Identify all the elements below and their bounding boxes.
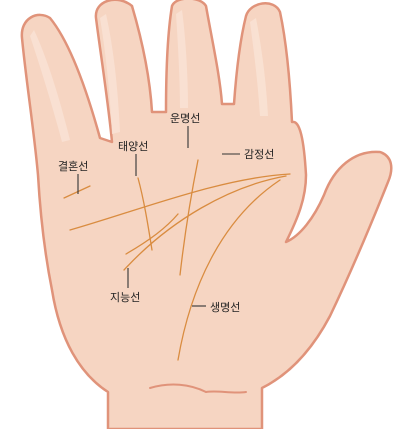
head-line: [123, 175, 287, 271]
marriage-line-label: 결혼선: [58, 160, 88, 173]
heart-line-label: 감정선: [244, 148, 274, 161]
hand-silhouette: [20, 0, 393, 429]
marriage-line-mark: [63, 185, 91, 199]
life-line-label: 생명선: [210, 301, 240, 314]
sun-line: [137, 177, 153, 251]
heart-line: [69, 173, 291, 231]
finger-highlights: [30, 10, 268, 142]
leader-lines: [77, 126, 240, 307]
palm-lines: [63, 159, 291, 361]
sun-line-label: 태양선: [118, 140, 148, 153]
life-line: [177, 179, 281, 361]
wrist-creases: [149, 383, 247, 394]
head-branch-line: [125, 213, 179, 255]
fate-line-label: 운명선: [170, 112, 200, 125]
head-line-label: 지능선: [110, 291, 140, 304]
fate-line: [179, 159, 199, 276]
